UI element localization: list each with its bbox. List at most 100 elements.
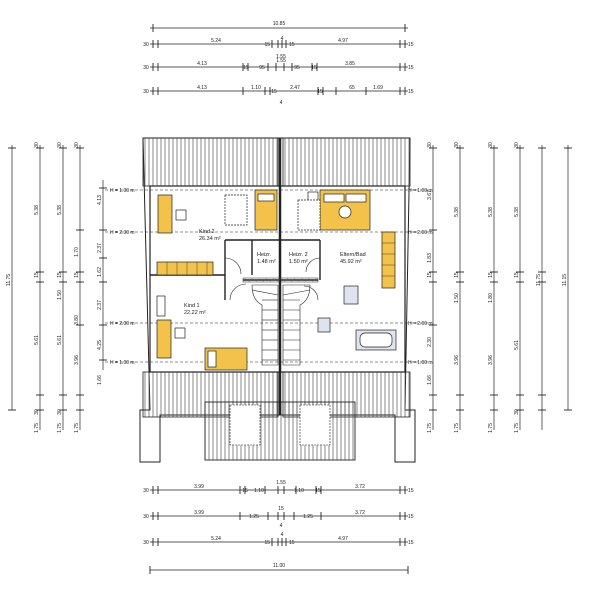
dim-label: 4	[280, 523, 283, 529]
dim-label: 15	[311, 65, 317, 71]
top-dimensions: 10.85 30 5.24 15 4 15 4.97 15 30 4.13 15…	[143, 21, 414, 106]
dim-label: 15	[243, 65, 249, 71]
dim-label: 1.66	[427, 375, 433, 385]
dim-label: 1.66	[97, 375, 103, 385]
furniture	[156, 189, 397, 371]
washbasin	[343, 285, 359, 305]
dim-label: 15	[278, 506, 284, 512]
dim-label: 1.55	[276, 58, 286, 64]
dim-label: 5.24	[211, 38, 221, 44]
dim-label: 15	[488, 272, 494, 278]
dim-label: 15	[264, 540, 270, 546]
dim-label: 5.38	[454, 207, 460, 217]
dim-label: 30	[143, 540, 149, 546]
dim-label: 3.80	[74, 315, 80, 325]
room-name: Kind 2	[199, 229, 215, 235]
dim-label: 15	[514, 272, 520, 278]
height-label: H = 1.00 m	[110, 188, 135, 194]
dim-label: 15	[408, 65, 414, 71]
dim-label: 30	[454, 142, 460, 148]
dim-label: 3.96	[74, 355, 80, 365]
dim-label: 5.61	[57, 335, 63, 345]
room-labels: Kind 2 26.34 m² Heizr. 1.48 m² Heizr. 2 …	[184, 229, 366, 316]
dim-label: 4.97	[338, 536, 348, 542]
dim-label: 5.61	[34, 335, 40, 345]
dim-label: 3.72	[355, 510, 365, 516]
dim-label: 1.62	[97, 267, 103, 277]
dim-label: 1.70	[74, 247, 80, 257]
dim-label: 15	[408, 488, 414, 494]
dim-label: 4.13	[197, 85, 207, 91]
dim-label: 1.25	[249, 514, 259, 520]
room-area: 1.50 m²	[289, 259, 308, 265]
dim-label: 2.30	[427, 337, 433, 347]
dim-label: 4	[280, 100, 283, 106]
dim-label: 30	[143, 488, 149, 494]
wardrobe-eltern	[381, 231, 396, 289]
bottom-dimensions: 30 3.99 15 1.10 1.55 1.10 15 3.72 15 30 …	[143, 480, 414, 574]
room-area: 45.92 m²	[340, 259, 362, 265]
dim-label: 3.72	[355, 484, 365, 490]
height-label: H = 1.00 m	[408, 188, 433, 194]
room-name: Heizr. 2	[289, 252, 308, 258]
dim-label: 1.69	[373, 85, 383, 91]
dim-label: 15	[408, 89, 414, 95]
height-label: H = 2.00 m	[110, 321, 135, 327]
dim-label: 4.25	[97, 340, 103, 350]
shelf-kind1	[156, 295, 166, 317]
dim-label: 1.10	[254, 488, 264, 494]
dim-label: 2.37	[97, 300, 103, 310]
shaft	[242, 277, 319, 283]
height-label: H = 1.00 m	[110, 360, 135, 366]
height-label: H = 1.00 m	[408, 360, 433, 366]
dim-label: 30	[34, 409, 40, 415]
roof-top-right	[282, 137, 411, 187]
dim-label: 30	[74, 142, 80, 148]
dim-label: 15	[408, 540, 414, 546]
dim-label: 1.83	[427, 253, 433, 263]
dim-label: 30	[57, 142, 63, 148]
dim-label: 30	[514, 409, 520, 415]
dim-label: 30	[143, 89, 149, 95]
chair-kind2	[175, 209, 187, 221]
dim-label: 1.10	[294, 488, 304, 494]
table-kind2	[224, 194, 248, 226]
dim-label: 30	[514, 142, 520, 148]
dim-label: 1.75	[454, 423, 460, 433]
height-label: H = 2.00 m	[408, 230, 433, 236]
dim-label: 5.38	[514, 207, 520, 217]
wardrobe-kind2	[156, 261, 214, 276]
dim-label: 15	[271, 89, 277, 95]
dim-label: 30	[427, 142, 433, 148]
room-name: Kind 1	[184, 303, 200, 309]
bottom-overall-dim: 11.00	[273, 563, 285, 569]
pillow-eltern-2	[345, 193, 367, 203]
pillow-kind1	[207, 350, 217, 368]
dim-label: 4.97	[338, 38, 348, 44]
dim-label: 15	[408, 42, 414, 48]
dim-label: 3.85	[345, 61, 355, 67]
height-label: H = 2.00 m	[110, 230, 135, 236]
roof-plan: H = 1.00 m H = 2.00 m H = 2.00 m H = 1.0…	[105, 137, 433, 463]
dim-label: 11.15	[562, 274, 568, 286]
dim-label: 15	[289, 540, 295, 546]
room-name: Heizr.	[257, 252, 272, 258]
chair-kind1	[174, 327, 186, 339]
room-area: 1.48 m²	[257, 259, 276, 265]
left-overall-dim: 11.75	[6, 274, 12, 286]
dim-label: 4.13	[97, 195, 103, 205]
dim-label: 15	[57, 272, 63, 278]
dim-label: 3.96	[454, 355, 460, 365]
dim-label: 1.55	[276, 480, 286, 486]
dim-label: 15	[242, 488, 248, 494]
dim-label: 15	[264, 42, 270, 48]
height-label: H = 2.00 m	[408, 321, 433, 327]
room-area: 26.34 m²	[199, 236, 221, 242]
stairs-left	[251, 284, 279, 366]
dim-label: 5.24	[211, 536, 221, 542]
dim-label: 1.50	[454, 293, 460, 303]
room-area: 22.22 m²	[184, 310, 206, 316]
dim-label: 95	[294, 65, 300, 71]
dim-label: 1.50	[57, 290, 63, 300]
